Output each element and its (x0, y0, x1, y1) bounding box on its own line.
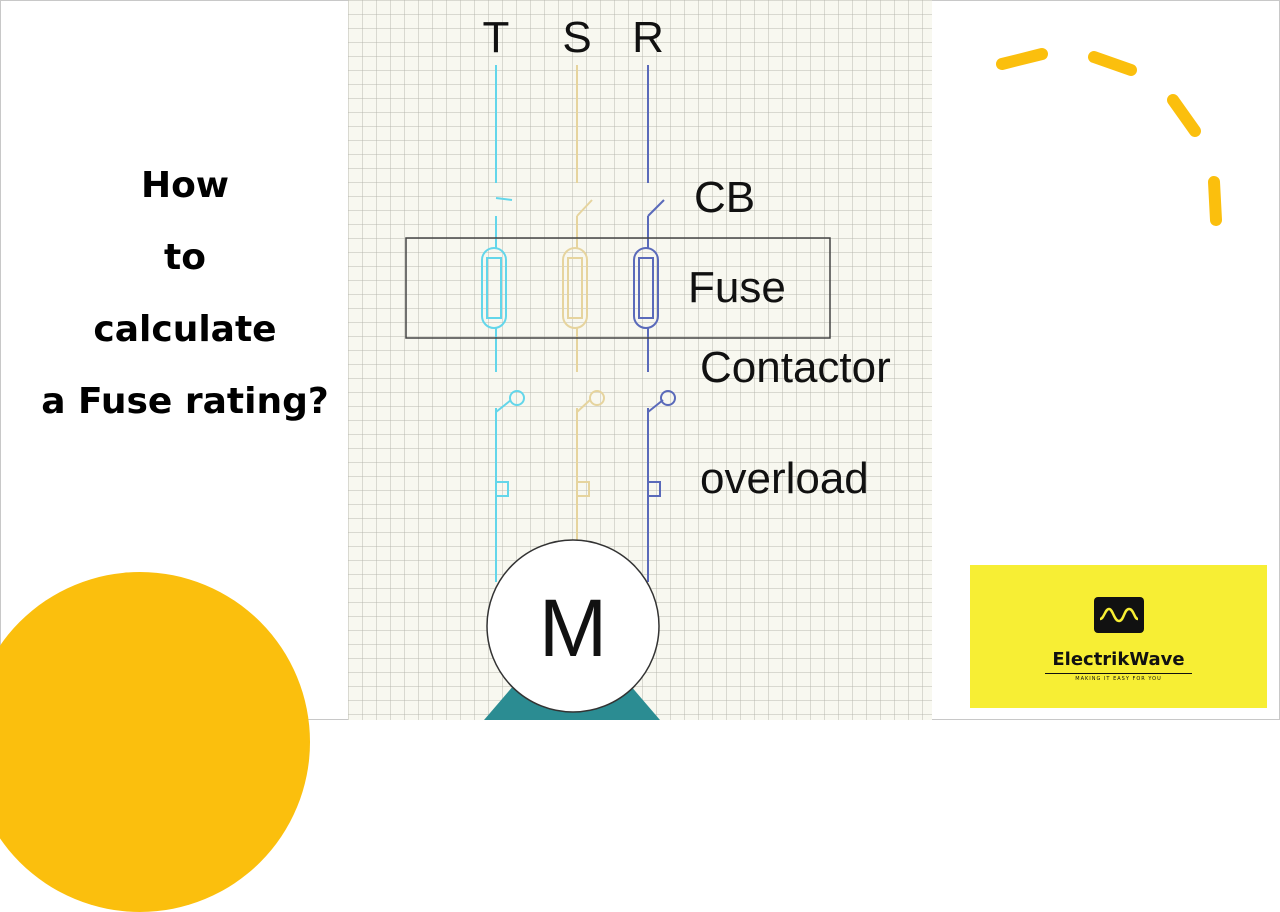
logo-tagline: MAKING IT EASY FOR YOU (1075, 676, 1162, 682)
logo-divider (1045, 673, 1192, 674)
label-overload: overload (700, 454, 869, 503)
title-line-1: How (140, 165, 230, 206)
page-title: How to calculate a Fuse rating? (20, 150, 350, 438)
label-fuse: Fuse (688, 263, 786, 312)
phase-s-line (562, 65, 605, 540)
wave-icon (1094, 597, 1144, 633)
diagram-svg: T S R (405, 13, 891, 720)
phase-label-s: S (562, 13, 591, 62)
fuse-highlight-box (405, 237, 831, 339)
phase-label-t: T (483, 13, 510, 62)
label-cb: CB (694, 173, 755, 222)
logo-name: ElectrikWave (1052, 649, 1185, 670)
motor-label: M (539, 583, 607, 674)
title-line-3: calculate (93, 309, 277, 350)
decorative-dashed-arc (996, 48, 1222, 226)
motor-circuit-diagram: T S R (348, 0, 932, 720)
label-contactor: Contactor (700, 343, 891, 392)
phase-t-line (481, 65, 525, 582)
title-line-4: a Fuse rating? (41, 381, 329, 422)
electrikwave-logo: ElectrikWave MAKING IT EASY FOR YOU (970, 565, 1267, 708)
title-line-2: to (164, 237, 206, 278)
phase-r-line (633, 65, 676, 582)
phase-label-r: R (632, 13, 664, 62)
motor-circle (486, 539, 660, 713)
